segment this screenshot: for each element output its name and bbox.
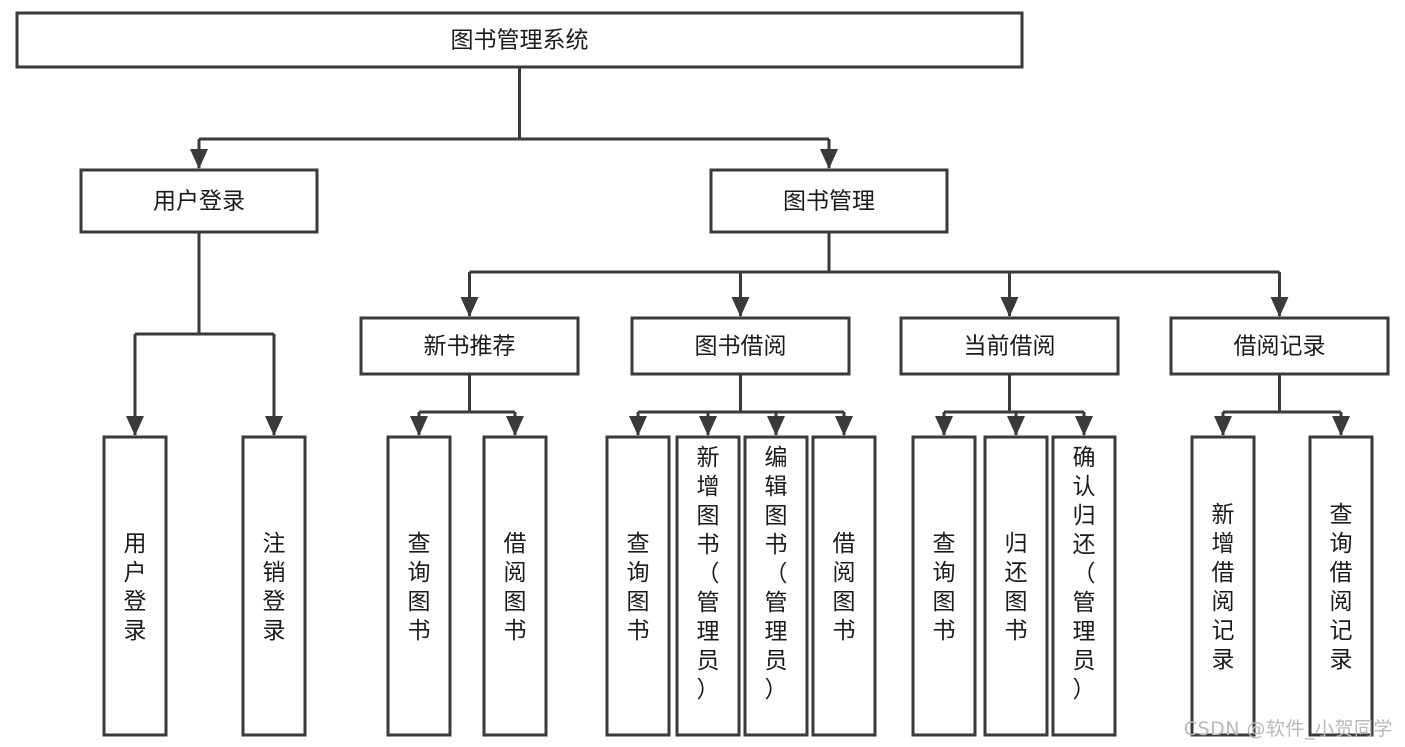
node-label: 图书借阅 <box>695 334 787 360</box>
arrow-head-icon <box>629 416 647 436</box>
node-leaf-6[interactable]: 编辑图书（管理员） <box>743 435 809 737</box>
node-label: 查询借阅记录 <box>1330 502 1353 673</box>
node-rect <box>102 435 168 737</box>
node-rect <box>1308 435 1374 737</box>
node-rect <box>743 435 809 737</box>
node-label: 注销登录 <box>263 531 286 644</box>
node-rect <box>709 168 949 234</box>
node-rect <box>811 435 877 737</box>
node-rect <box>911 435 977 737</box>
connector-layer <box>126 67 1350 436</box>
node-rect <box>630 316 851 376</box>
node-label: 新增图书（管理员） <box>697 445 720 703</box>
node-leaf-4[interactable]: 查询图书 <box>605 435 671 737</box>
node-level3-3[interactable]: 借阅记录 <box>1169 316 1390 376</box>
node-label: 新书推荐 <box>424 334 516 360</box>
node-root-system[interactable]: 图书管理系统 <box>15 11 1024 69</box>
node-leaf-9[interactable]: 归还图书 <box>983 435 1049 737</box>
node-leaf-10[interactable]: 确认归还（管理员） <box>1051 435 1117 737</box>
arrow-head-icon <box>506 416 524 436</box>
arrow-head-icon <box>731 297 750 317</box>
node-rect <box>386 435 452 737</box>
node-leaf-0[interactable]: 用户登录 <box>102 435 168 737</box>
node-leaf-11[interactable]: 新增借阅记录 <box>1190 435 1256 737</box>
node-label: 编辑图书（管理员） <box>765 445 788 703</box>
arrow-head-icon <box>1075 416 1093 436</box>
node-rect <box>482 435 548 737</box>
node-rect <box>605 435 671 737</box>
node-label: 新增借阅记录 <box>1212 502 1235 673</box>
node-leaf-3[interactable]: 借阅图书 <box>482 435 548 737</box>
arrow-head-icon <box>126 416 144 436</box>
node-rect <box>15 11 1024 69</box>
arrow-head-icon <box>767 416 785 436</box>
node-leaf-12[interactable]: 查询借阅记录 <box>1308 435 1374 737</box>
arrow-head-icon <box>699 416 717 436</box>
node-label: 用户登录 <box>153 189 245 215</box>
node-label: 用户登录 <box>124 531 147 644</box>
node-level3-2[interactable]: 当前借阅 <box>899 316 1120 376</box>
node-rect <box>79 168 319 234</box>
arrow-head-icon <box>1270 297 1289 317</box>
node-leaf-2[interactable]: 查询图书 <box>386 435 452 737</box>
arrow-head-icon <box>265 416 283 436</box>
node-rect <box>359 316 580 376</box>
node-rect <box>1051 435 1117 737</box>
watermark-label: CSDN @软件_小贺同学 <box>1183 718 1393 740</box>
node-leaf-5[interactable]: 新增图书（管理员） <box>675 435 741 737</box>
arrow-head-icon <box>460 297 479 317</box>
arrow-head-icon <box>1007 416 1025 436</box>
node-level2-0[interactable]: 用户登录 <box>79 168 319 234</box>
node-rect <box>1169 316 1390 376</box>
arrow-head-icon <box>935 416 953 436</box>
node-label: 查询图书 <box>408 531 431 644</box>
node-level3-0[interactable]: 新书推荐 <box>359 316 580 376</box>
arrow-head-icon <box>1332 416 1350 436</box>
node-rect <box>675 435 741 737</box>
node-level3-1[interactable]: 图书借阅 <box>630 316 851 376</box>
node-label: 当前借阅 <box>964 334 1056 360</box>
node-label: 确认归还（管理员） <box>1073 445 1096 703</box>
node-label: 图书管理 <box>783 189 875 215</box>
node-leaf-7[interactable]: 借阅图书 <box>811 435 877 737</box>
arrow-head-icon <box>190 149 208 169</box>
node-label: 查询图书 <box>627 531 650 644</box>
arrow-head-icon <box>1000 297 1019 317</box>
node-rect <box>1190 435 1256 737</box>
node-layer: 图书管理系统用户登录图书管理新书推荐图书借阅当前借阅借阅记录用户登录注销登录查询… <box>15 11 1390 737</box>
node-label: 借阅图书 <box>504 531 527 644</box>
node-label: 查询图书 <box>933 531 956 644</box>
arrow-head-icon <box>1214 416 1232 436</box>
node-level2-1[interactable]: 图书管理 <box>709 168 949 234</box>
arrow-head-icon <box>835 416 853 436</box>
node-label: 借阅图书 <box>833 531 856 644</box>
node-label: 归还图书 <box>1005 531 1028 644</box>
node-rect <box>241 435 307 737</box>
node-rect <box>899 316 1120 376</box>
arrow-head-icon <box>410 416 428 436</box>
node-rect <box>983 435 1049 737</box>
node-label: 借阅记录 <box>1234 334 1326 360</box>
node-label: 图书管理系统 <box>451 28 589 54</box>
node-leaf-1[interactable]: 注销登录 <box>241 435 307 737</box>
node-leaf-8[interactable]: 查询图书 <box>911 435 977 737</box>
arrow-head-icon <box>820 149 838 169</box>
